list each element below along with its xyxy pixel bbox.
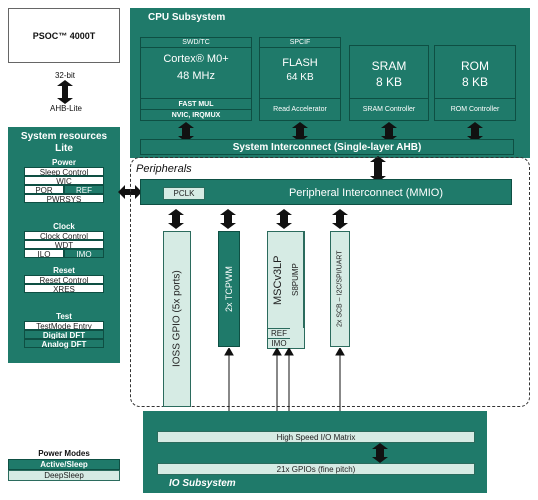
peripheral-interconnect-label: Peripheral Interconnect (MMIO) bbox=[288, 187, 444, 199]
power-ref: REF bbox=[64, 185, 104, 195]
rom-block: ROM 8 KB ROM Controller bbox=[434, 45, 516, 121]
sram-size: 8 KB bbox=[375, 75, 402, 89]
scb-label: 2x SCB – I2C/SPI/UART bbox=[336, 250, 344, 328]
msc-label: MSCv3LP bbox=[272, 255, 284, 305]
tcpwm-block: 2x TCPWM bbox=[218, 231, 240, 347]
bus-width-label: 32-bit bbox=[54, 71, 75, 80]
ahb-to-mmio-arrow bbox=[370, 156, 386, 182]
rom-size: 8 KB bbox=[461, 75, 488, 89]
psoc-title: PSOC™ 4000T bbox=[32, 30, 96, 41]
io-subsystem-title: IO Subsystem bbox=[169, 478, 236, 489]
test-mode-entry: TestMode Entry bbox=[24, 321, 104, 331]
ioss-gpio-label: IOSS GPIO (5x ports) bbox=[171, 270, 183, 368]
system-resources-subtitle: Lite bbox=[55, 142, 73, 154]
cortex-fast-mul: FAST MUL bbox=[141, 98, 251, 109]
system-resources: System resources Lite Power Sleep Contro… bbox=[8, 127, 120, 363]
cpu-subsystem: CPU Subsystem SWD/TC Cortex® M0+ 48 MHz … bbox=[130, 8, 530, 158]
power-por: POR bbox=[24, 185, 64, 195]
gpios-block: 21x GPIOs (fine pitch) bbox=[157, 463, 475, 475]
flash-size: 64 KB bbox=[286, 71, 314, 83]
reset-xres: XRES bbox=[24, 284, 104, 294]
clock-ilo: ILO bbox=[24, 249, 64, 259]
cortex-header: SWD/TC bbox=[141, 38, 251, 48]
test-digital-dft: Digital DFT bbox=[24, 330, 104, 340]
flash-name: FLASH bbox=[282, 57, 318, 69]
reset-heading: Reset bbox=[53, 265, 75, 275]
peripheral-interconnect: PCLK Peripheral Interconnect (MMIO) bbox=[140, 179, 512, 205]
rom-name: ROM bbox=[461, 59, 489, 73]
test-analog-dft: Analog DFT bbox=[24, 339, 104, 349]
hs-to-gpio-arrow bbox=[372, 443, 388, 463]
cpu-arrows bbox=[178, 122, 483, 142]
cortex-name: Cortex® M0+ bbox=[163, 53, 229, 65]
power-heading: Power bbox=[51, 157, 76, 167]
msc-ref: REF bbox=[268, 328, 290, 338]
system-interconnect: System Interconnect (Single-layer AHB) bbox=[140, 139, 514, 155]
power-wic: WIC bbox=[24, 176, 104, 186]
flash-header: SPCIF bbox=[260, 38, 340, 48]
s8pump-label: S8PUMP bbox=[288, 232, 304, 328]
flash-block: SPCIF FLASH 64 KB Read Accelerator bbox=[259, 37, 341, 121]
rom-footer: ROM Controller bbox=[435, 98, 515, 120]
legend-title: Power Modes bbox=[38, 448, 90, 458]
tcpwm-label: 2x TCPWM bbox=[224, 266, 234, 312]
system-resources-title: System resources bbox=[20, 130, 108, 142]
peripherals-region bbox=[130, 157, 530, 407]
ioss-gpio-block: IOSS GPIO (5x ports) bbox=[163, 231, 191, 407]
cortex-nvic: NVIC, IRQMUX bbox=[141, 109, 251, 120]
pclk-block: PCLK bbox=[163, 187, 205, 200]
cpu-subsystem-title: CPU Subsystem bbox=[148, 12, 226, 23]
power-pwrsys: PWRSYS bbox=[24, 194, 104, 204]
legend-deep-sleep: DeepSleep bbox=[8, 470, 120, 481]
legend-active-sleep: Active/Sleep bbox=[8, 459, 120, 470]
power-sleep-control: Sleep Control bbox=[24, 167, 104, 177]
cortex-block: SWD/TC Cortex® M0+ 48 MHz FAST MUL NVIC,… bbox=[140, 37, 252, 121]
clock-imo: IMO bbox=[64, 249, 104, 259]
peripherals-title: Peripherals bbox=[136, 163, 192, 175]
bus-name-label: AHB-Lite bbox=[49, 104, 82, 113]
psoc-title-box: PSOC™ 4000T bbox=[8, 8, 120, 63]
sram-block: SRAM 8 KB SRAM Controller bbox=[349, 45, 429, 121]
sram-name: SRAM bbox=[371, 59, 407, 73]
reset-control: Reset Control bbox=[24, 275, 104, 285]
clock-control: Clock Control bbox=[24, 231, 104, 241]
test-heading: Test bbox=[56, 311, 72, 321]
flash-footer: Read Accelerator bbox=[260, 98, 340, 120]
cortex-frequency: 48 MHz bbox=[177, 70, 215, 82]
msc-block: MSCv3LP S8PUMP REF IMO bbox=[267, 231, 305, 349]
clock-heading: Clock bbox=[53, 221, 75, 231]
high-speed-io-matrix: High Speed I/O Matrix bbox=[157, 431, 475, 443]
scb-block: 2x SCB – I2C/SPI/UART bbox=[330, 231, 350, 347]
mmio-arrows bbox=[168, 209, 348, 229]
clock-wdt: WDT bbox=[24, 240, 104, 250]
ahb-lite-arrow bbox=[57, 80, 73, 104]
io-subsystem: High Speed I/O Matrix 21x GPIOs (fine pi… bbox=[143, 411, 487, 493]
sram-footer: SRAM Controller bbox=[350, 98, 428, 120]
msc-imo: IMO bbox=[268, 338, 290, 348]
